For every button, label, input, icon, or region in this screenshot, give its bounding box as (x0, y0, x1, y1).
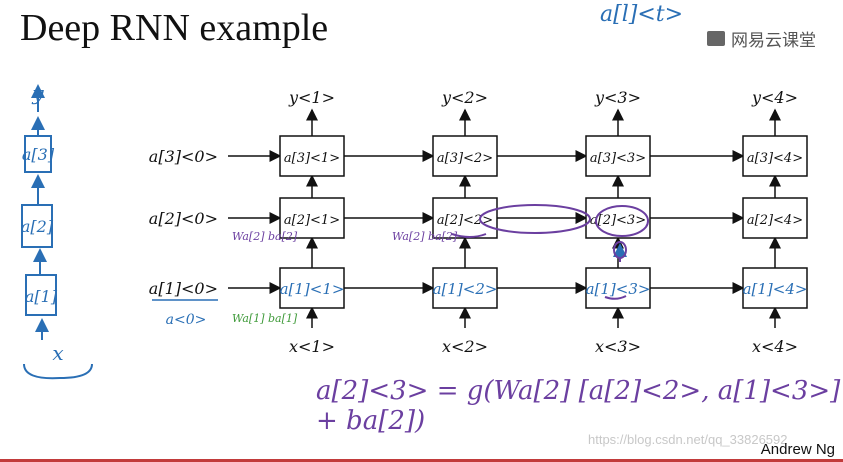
weights-note-l1: Wa[1] ba[1] (232, 312, 298, 325)
cell-label-1-0: a[2]<1> (284, 213, 340, 228)
cell-label-2-3: a[1]<4> (743, 280, 808, 298)
initial-state-alt: a<0> (166, 312, 207, 328)
cell-label-2-2: a[1]<3> (586, 280, 651, 298)
netease-logo-icon (707, 31, 725, 46)
highlight-a2-3 (595, 205, 649, 237)
cell-label-1-2: a[2]<3> (590, 213, 646, 228)
cell-label-1-3: a[2]<4> (747, 213, 803, 228)
cell-0-1 (432, 135, 498, 177)
logo-text: 网易云课堂 (731, 31, 816, 51)
watermark: https://blog.csdn.net/qq_33826592 (588, 432, 788, 447)
weights-note-l2-a: Wa[2] ba[2] (232, 230, 298, 243)
initial-state-0: a[3]<0> (149, 147, 218, 166)
cell-label-2-1: a[1]<2> (433, 280, 498, 298)
weights-note-l2-b: Wa[2] ba[2] (392, 230, 458, 243)
input-label-1: x<2> (442, 337, 488, 356)
slide-title: Deep RNN example (20, 7, 329, 49)
left-stack-label-1: a[3] (22, 145, 55, 164)
cell-2-1 (432, 267, 498, 309)
cell-label-0-2: a[3]<3> (590, 151, 646, 166)
cell-2-0 (279, 267, 345, 309)
cell-2-3 (742, 267, 808, 309)
cell-2-2 (585, 267, 651, 309)
output-label-0: y<1> (288, 88, 335, 107)
output-label-3: y<4> (751, 88, 798, 107)
equation: a[2]<3> = g(Wa[2] [a[2]<2>, a[1]<3>] + b… (316, 376, 843, 436)
cell-label-0-1: a[3]<2> (437, 151, 493, 166)
cell-label-2-0: a[1]<1> (280, 280, 345, 298)
input-label-3: x<4> (752, 337, 798, 356)
left-stack-label-0: y (31, 81, 44, 105)
cell-1-3 (742, 197, 808, 239)
left-stack-label-3: a[1] (25, 287, 58, 306)
cell-0-0 (279, 135, 345, 177)
initial-state-2: a[1]<0> (149, 279, 218, 298)
equation-text: a[2]<3> = g(Wa[2] [a[2]<2>, a[1]<3>] + b… (316, 376, 841, 436)
initial-state-1: a[2]<0> (149, 209, 218, 228)
bottom-bar (0, 459, 843, 462)
input-label-2: x<3> (595, 337, 641, 356)
cell-0-3 (742, 135, 808, 177)
cell-label-0-0: a[3]<1> (284, 151, 340, 166)
underline-a2-2 (451, 233, 487, 238)
left-layer-stack (21, 84, 93, 380)
underline-a1-3 (604, 295, 627, 300)
cell-0-2 (585, 135, 651, 177)
left-stack-label-4: x (52, 341, 63, 365)
output-label-2: y<3> (594, 88, 641, 107)
note-a-l-t-text: a[l]<t> (600, 2, 684, 27)
author-name: Andrew Ng (760, 441, 835, 458)
cell-1-0 (279, 197, 345, 239)
cell-1-1 (432, 197, 498, 239)
note-a-l-t: a[l]<t> (600, 2, 683, 27)
highlight-a2-2-to-a2-3 (479, 204, 591, 234)
cell-label-1-1: a[2]<2> (437, 213, 493, 228)
stack-brace (23, 363, 93, 380)
highlight-loops (451, 204, 649, 300)
left-stack-label-2: a[2] (21, 217, 54, 236)
output-label-1: y<2> (441, 88, 488, 107)
input-label-0: x<1> (289, 337, 335, 356)
cell-label-0-3: a[3]<4> (747, 151, 803, 166)
netease-logo: 网易云课堂 (707, 26, 816, 51)
